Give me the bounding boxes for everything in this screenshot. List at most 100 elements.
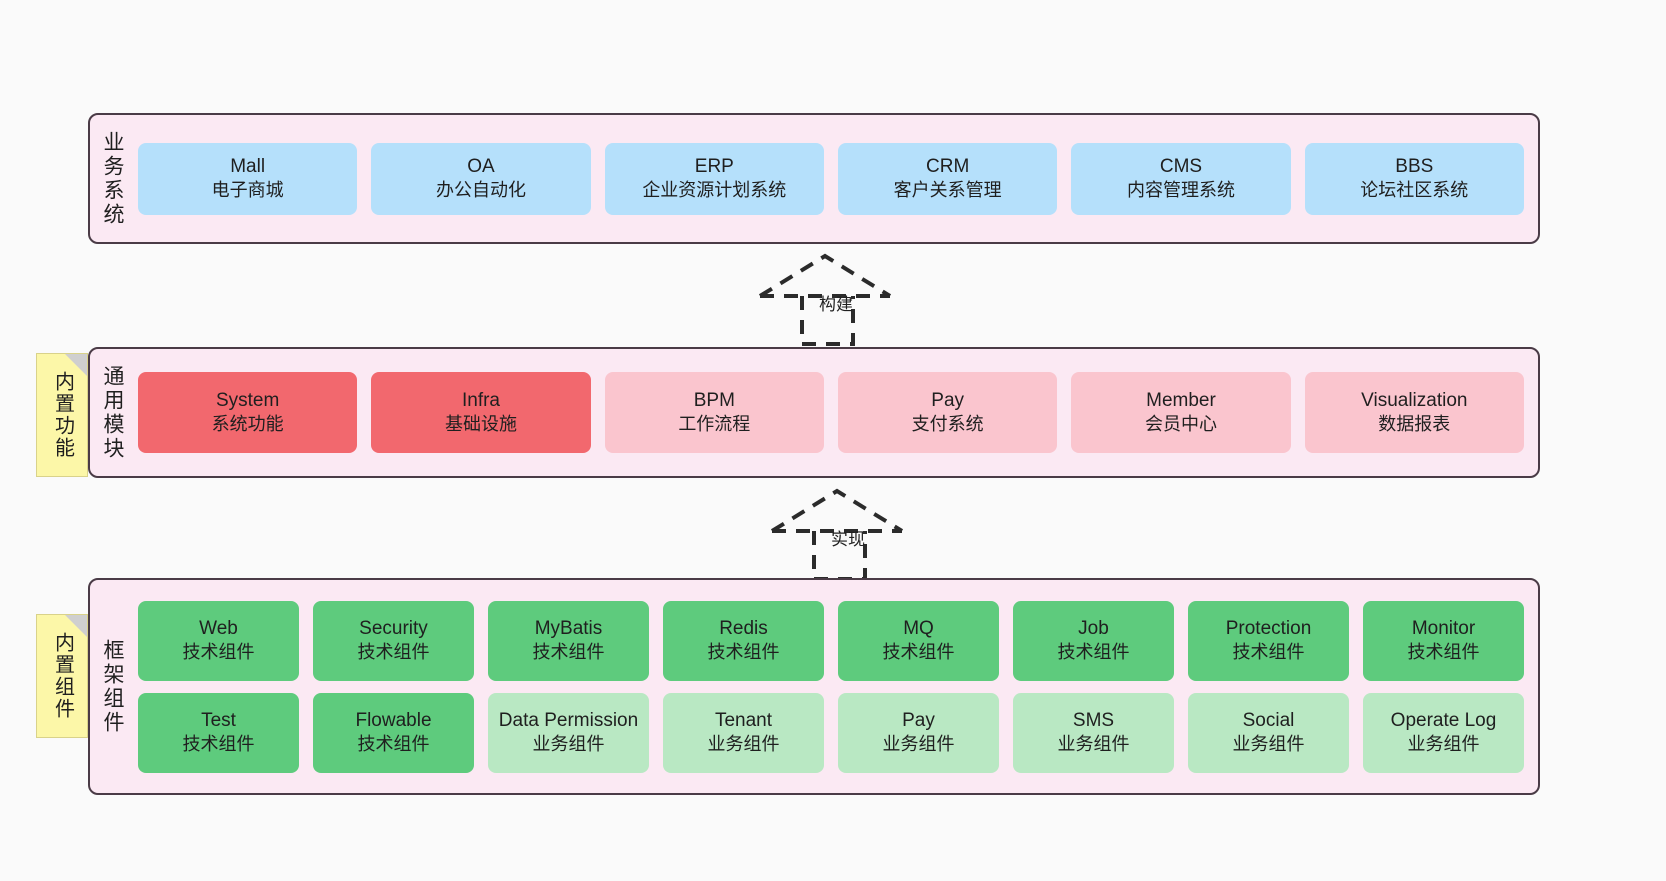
- node-subtitle: 业务组件: [1407, 734, 1480, 755]
- node-infra[interactable]: Infra 基础设施: [371, 372, 591, 453]
- generalization-arrow-implement: 实现: [762, 483, 942, 583]
- node-subtitle: 技术组件: [707, 642, 780, 663]
- node-pay-module[interactable]: Pay 支付系统: [837, 372, 1058, 453]
- node-row: Web 技术组件 Security 技术组件 MyBatis 技术组件 Redi…: [138, 600, 1524, 681]
- node-mall[interactable]: Mall 电子商城: [138, 142, 358, 215]
- node-subtitle: 技术组件: [357, 642, 430, 663]
- node-subtitle: 支付系统: [911, 414, 984, 435]
- node-security[interactable]: Security 技术组件: [313, 600, 474, 681]
- node-subtitle: 技术组件: [882, 642, 955, 663]
- node-visualization[interactable]: Visualization 数据报表: [1304, 372, 1524, 453]
- node-subtitle: 技术组件: [1407, 642, 1480, 663]
- generalization-arrow-icon: [758, 253, 892, 346]
- node-subtitle: 客户关系管理: [893, 180, 1002, 201]
- node-flowable[interactable]: Flowable 技术组件: [313, 692, 474, 773]
- node-name: ERP: [694, 155, 734, 177]
- node-data-permission[interactable]: Data Permission 业务组件: [488, 692, 649, 773]
- node-name: Tenant: [714, 709, 773, 731]
- node-name: Visualization: [1361, 389, 1468, 411]
- node-name: MQ: [903, 617, 934, 639]
- arrow-label-build: 构建: [819, 295, 853, 314]
- layer-common-modules[interactable]: 通用模块 System 系统功能 Infra 基础设施 BPM 工作流程 Pay…: [88, 347, 1540, 478]
- node-subtitle: 业务组件: [1057, 734, 1130, 755]
- sticky-note-built-in-functions[interactable]: 内置功能: [36, 353, 88, 477]
- node-operate-log[interactable]: Operate Log 业务组件: [1363, 692, 1524, 773]
- node-subtitle: 技术组件: [1057, 642, 1130, 663]
- sticky-note-text: 内置功能: [51, 371, 74, 459]
- node-name: Job: [1078, 617, 1109, 639]
- node-cms[interactable]: CMS 内容管理系统: [1071, 142, 1291, 215]
- layer-body-business-systems: Mall 电子商城 OA 办公自动化 ERP 企业资源计划系统 CRM 客户关系…: [134, 115, 1538, 242]
- node-name: Mall: [230, 155, 266, 177]
- node-test[interactable]: Test 技术组件: [138, 692, 299, 773]
- node-erp[interactable]: ERP 企业资源计划系统: [604, 142, 824, 215]
- node-name: Infra: [461, 389, 500, 411]
- layer-business-systems[interactable]: 业务系统 Mall 电子商城 OA 办公自动化 ERP 企业资源计划系统 CRM…: [88, 113, 1540, 244]
- node-subtitle: 技术组件: [182, 642, 255, 663]
- layer-title-common-modules: 通用模块: [101, 364, 125, 461]
- node-subtitle: 系统功能: [211, 414, 284, 435]
- node-subtitle: 业务组件: [882, 734, 955, 755]
- node-subtitle: 基础设施: [444, 414, 517, 435]
- layer-framework-components[interactable]: 框架组件 Web 技术组件 Security 技术组件 MyBatis 技术组件…: [88, 578, 1540, 795]
- node-job[interactable]: Job 技术组件: [1013, 600, 1174, 681]
- node-member[interactable]: Member 会员中心: [1071, 372, 1291, 453]
- node-name: CMS: [1159, 155, 1203, 177]
- node-row: Test 技术组件 Flowable 技术组件 Data Permission …: [138, 692, 1524, 773]
- node-name: BPM: [693, 389, 735, 411]
- layer-title-framework-components: 框架组件: [101, 638, 125, 735]
- node-oa[interactable]: OA 办公自动化: [371, 142, 591, 215]
- node-subtitle: 技术组件: [532, 642, 605, 663]
- node-name: MyBatis: [534, 617, 603, 639]
- arrow-label-implement: 实现: [831, 530, 865, 549]
- node-name: Social: [1242, 709, 1295, 731]
- node-name: Monitor: [1411, 617, 1476, 639]
- node-subtitle: 工作流程: [678, 414, 751, 435]
- layer-body-framework-components: Web 技术组件 Security 技术组件 MyBatis 技术组件 Redi…: [134, 580, 1538, 793]
- node-crm[interactable]: CRM 客户关系管理: [837, 142, 1058, 215]
- node-subtitle: 企业资源计划系统: [642, 180, 787, 201]
- node-name: OA: [467, 155, 495, 177]
- node-name: Member: [1146, 389, 1216, 411]
- node-name: Redis: [719, 617, 768, 639]
- node-row: System 系统功能 Infra 基础设施 BPM 工作流程 Pay 支付系统…: [138, 372, 1524, 453]
- node-subtitle: 办公自动化: [435, 180, 526, 201]
- node-system[interactable]: System 系统功能: [138, 372, 358, 453]
- sticky-note-built-in-components[interactable]: 内置组件: [36, 614, 88, 738]
- node-bpm[interactable]: BPM 工作流程: [604, 372, 824, 453]
- node-name: System: [215, 389, 280, 411]
- node-redis[interactable]: Redis 技术组件: [663, 600, 824, 681]
- node-monitor[interactable]: Monitor 技术组件: [1363, 600, 1524, 681]
- node-subtitle: 内容管理系统: [1126, 180, 1235, 201]
- node-subtitle: 技术组件: [182, 734, 255, 755]
- node-subtitle: 技术组件: [1232, 642, 1305, 663]
- node-mq[interactable]: MQ 技术组件: [838, 600, 999, 681]
- node-sms[interactable]: SMS 业务组件: [1013, 692, 1174, 773]
- node-tenant[interactable]: Tenant 业务组件: [663, 692, 824, 773]
- node-name: Operate Log: [1390, 709, 1497, 731]
- node-name: Security: [359, 617, 428, 639]
- node-name: Data Permission: [498, 709, 639, 731]
- generalization-arrow-build: 构建: [750, 248, 930, 348]
- node-name: SMS: [1072, 709, 1115, 731]
- node-social[interactable]: Social 业务组件: [1188, 692, 1349, 773]
- node-mybatis[interactable]: MyBatis 技术组件: [488, 600, 649, 681]
- node-name: Flowable: [355, 709, 432, 731]
- node-name: BBS: [1395, 155, 1434, 177]
- node-subtitle: 电子商城: [211, 180, 284, 201]
- node-subtitle: 论坛社区系统: [1360, 180, 1469, 201]
- node-subtitle: 业务组件: [532, 734, 605, 755]
- node-subtitle: 业务组件: [1232, 734, 1305, 755]
- node-name: Pay: [931, 389, 965, 411]
- node-protection[interactable]: Protection 技术组件: [1188, 600, 1349, 681]
- node-web[interactable]: Web 技术组件: [138, 600, 299, 681]
- layer-body-common-modules: System 系统功能 Infra 基础设施 BPM 工作流程 Pay 支付系统…: [134, 349, 1538, 476]
- node-pay-component[interactable]: Pay 业务组件: [838, 692, 999, 773]
- node-name: Test: [201, 709, 236, 731]
- node-bbs[interactable]: BBS 论坛社区系统: [1304, 142, 1524, 215]
- node-subtitle: 业务组件: [707, 734, 780, 755]
- node-name: Pay: [902, 709, 935, 731]
- node-subtitle: 数据报表: [1378, 414, 1451, 435]
- node-name: Protection: [1225, 617, 1312, 639]
- node-row: Mall 电子商城 OA 办公自动化 ERP 企业资源计划系统 CRM 客户关系…: [138, 142, 1524, 215]
